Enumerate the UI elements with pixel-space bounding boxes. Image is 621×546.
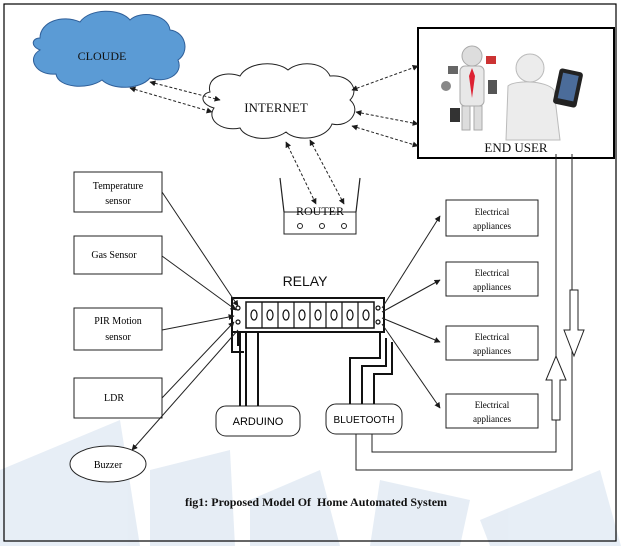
tablet-user-figure — [505, 53, 583, 141]
appliance-4-line1: Electrical — [475, 400, 510, 410]
ldr-label: LDR — [104, 393, 124, 404]
appliance-box-3: Electrical appliances — [445, 325, 539, 361]
appliance-boxes: Electrical appliances Electrical applian… — [445, 199, 539, 429]
appliance-1-line2: appliances — [473, 221, 511, 231]
pir-sensor-line2: sensor — [105, 332, 131, 343]
internet-label: INTERNET — [244, 100, 308, 115]
temperature-sensor-line2: sensor — [105, 196, 131, 207]
relay-label: RELAY — [283, 273, 329, 289]
cloud-internet-links — [129, 80, 221, 114]
appliance-4-line2: appliances — [473, 414, 511, 424]
pir-sensor-line1: PIR Motion — [94, 316, 142, 327]
gas-sensor-label: Gas Sensor — [91, 250, 137, 261]
arduino-label: ARDUINO — [233, 416, 284, 428]
sensor-relay-arrows — [131, 191, 239, 451]
temperature-sensor-line1: Temperature — [93, 181, 144, 192]
internet-enduser-links — [351, 65, 419, 148]
cloud-label: CLOUDE — [78, 49, 127, 63]
bluetooth-label: BLUETOOTH — [334, 415, 395, 426]
cloud: CLOUDE — [32, 10, 186, 88]
router: ROUTER — [279, 177, 361, 235]
ldr-sensor-box: LDR — [73, 377, 163, 419]
bluetooth-enduser-arrows — [545, 289, 585, 421]
relay: RELAY — [231, 273, 385, 353]
buzzer: Buzzer — [69, 445, 147, 483]
figure-caption: fig1: Proposed Model Of Home Automated S… — [185, 495, 447, 509]
appliance-3-line1: Electrical — [475, 332, 510, 342]
appliance-box-1: Electrical appliances — [445, 199, 539, 237]
gas-sensor-box: Gas Sensor — [73, 235, 163, 275]
appliance-1-line1: Electrical — [475, 207, 510, 217]
figure-border — [3, 3, 617, 542]
relay-terminals — [235, 302, 381, 328]
appliance-box-4: Electrical appliances — [445, 393, 539, 429]
router-label: ROUTER — [296, 204, 344, 218]
buzzer-label: Buzzer — [94, 460, 123, 471]
end-user-box: END USER — [417, 27, 615, 159]
appliance-box-2: Electrical appliances — [445, 261, 539, 297]
internet-router-links — [285, 139, 345, 205]
appliance-2-line1: Electrical — [475, 268, 510, 278]
internet-cloud: INTERNET — [202, 63, 356, 139]
arduino: ARDUINO — [215, 332, 301, 437]
appliance-2-line2: appliances — [473, 282, 511, 292]
pir-sensor-box: PIR Motion sensor — [73, 307, 163, 351]
appliance-3-line2: appliances — [473, 346, 511, 356]
watermark — [0, 420, 621, 546]
sensor-boxes: Temperature sensor Gas Sensor PIR Motion… — [73, 171, 163, 419]
relay-appliance-arrows — [381, 215, 441, 409]
end-user-label: END USER — [484, 140, 548, 155]
temperature-sensor-box: Temperature sensor — [73, 171, 163, 213]
businessman-figure — [441, 45, 497, 131]
